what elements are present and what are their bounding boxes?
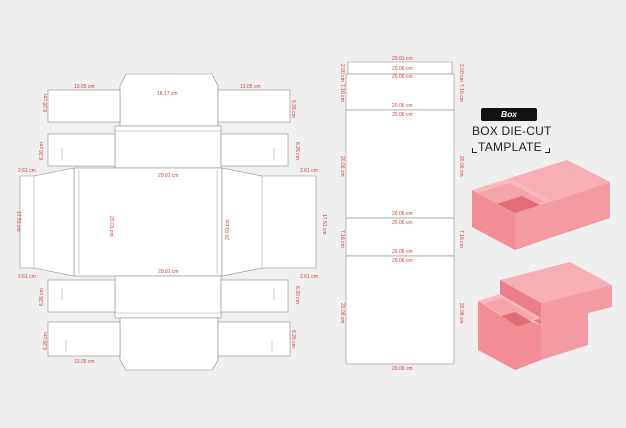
drawer-right [515, 201, 553, 250]
lid-top-face [500, 262, 612, 303]
dim-label: 13.05 cm [74, 359, 95, 365]
dim-label: 13.05 cm [240, 84, 261, 90]
dim-label: 20.01 cm [158, 269, 179, 275]
sleeve-front-face [553, 182, 610, 237]
dim-label: 20.01 cm [225, 219, 231, 240]
dim-label: 20.01 cm [392, 56, 413, 62]
dim-label: 17.51 cm [15, 211, 21, 232]
tray-upper-left-panel [47, 133, 116, 167]
dim-label: 7.16 cm [458, 84, 464, 102]
dim-label: 7.16 cm [339, 84, 345, 102]
sleeve-panel-2 [345, 109, 455, 219]
dim-label: 6.26 cm [290, 330, 296, 348]
dim-label: 20.06 cm [392, 112, 413, 118]
dim-label: 6.30 cm [294, 286, 300, 304]
dim-label: 20.06 cm [392, 366, 413, 372]
dim-label: 20.06 cm [339, 303, 345, 324]
dim-label: 2.61 cm [300, 168, 318, 174]
dim-label: 7.16 cm [339, 230, 345, 248]
tray-lower-right-panel [220, 279, 289, 313]
dim-label: 13.05 cm [74, 84, 95, 90]
drawer-front [472, 190, 515, 250]
tray-top-right-panel [217, 89, 291, 123]
tray-base [73, 167, 223, 277]
dim-label: 6.26 cm [290, 100, 296, 118]
tray-upper-strip [114, 125, 222, 169]
dim-label: 20.06 cm [392, 74, 413, 80]
tray-upper-right-panel [220, 133, 289, 167]
lid-front-face [541, 285, 612, 325]
dim-label: 6.26 cm [294, 142, 300, 160]
base-front-face [541, 310, 588, 360]
dim-label: 6.26 cm [43, 94, 49, 112]
tray-right-wing [221, 167, 317, 277]
dim-label: 2.61 cm [300, 274, 318, 280]
title-bracket-right [545, 148, 550, 153]
title-bracket-left [472, 148, 477, 153]
tray-template: 13.05 cm 18.17 cm 13.05 cm 6.26 cm 6.26 … [15, 73, 327, 371]
dim-label: 7.16 cm [458, 230, 464, 248]
box-illustration-top [472, 160, 610, 250]
sleeve-panel-1 [345, 73, 455, 111]
tray-bottom-left-panel [47, 321, 121, 357]
tray-bottom-right-panel [217, 321, 291, 357]
sleeve-template: 20.01 cm 20.06 cm 20.06 cm 20.06 cm 20.0… [339, 56, 464, 372]
tray-lower-strip [114, 275, 222, 319]
dim-label: 6.26 cm [39, 288, 45, 306]
tray-front [478, 301, 517, 370]
tray-bottom-flap [119, 317, 219, 371]
dim-label: 20.06 cm [392, 103, 413, 109]
tray-floor [496, 312, 532, 328]
sleeve-panel-3 [345, 217, 455, 257]
dim-label: 20.06 cm [392, 249, 413, 255]
dim-label: 20.06 cm [392, 258, 413, 264]
dim-label: 20.01 cm [108, 216, 114, 237]
dim-label: 20.06 cm [339, 156, 345, 177]
dim-label: 20.06 cm [392, 211, 413, 217]
dim-label: 6.26 cm [39, 142, 45, 160]
dim-label: 20.06 cm [458, 156, 464, 177]
box-packaging-badge: Box packaging [481, 108, 537, 132]
sleeve-panel-4 [345, 255, 455, 365]
tray-top-flap [119, 73, 219, 127]
tray-left-wing [19, 167, 75, 277]
dim-label: 20.06 cm [392, 66, 413, 72]
dim-label: 18.17 cm [157, 91, 178, 97]
dim-label: 2.00 cm [458, 64, 464, 82]
page-title-line1: BOX DIE-CUT [472, 124, 552, 138]
page-title-line2: TAMPLATE [478, 140, 542, 154]
dim-label: 2.61 cm [18, 274, 36, 280]
dim-label: 2.61 cm [18, 168, 36, 174]
tray-top-left-panel [47, 89, 121, 123]
dim-label: 20.06 cm [458, 303, 464, 324]
dim-label: 6.26 cm [43, 332, 49, 350]
dim-label: 2.00 cm [339, 64, 345, 82]
sleeve-top-face [510, 160, 610, 201]
dim-label: 20.01 cm [158, 173, 179, 179]
tray-lower-left-panel [47, 279, 116, 313]
dim-label: 17.51 cm [321, 214, 327, 235]
dim-label: 20.06 cm [392, 220, 413, 226]
box-illustration-bottom [478, 262, 612, 370]
